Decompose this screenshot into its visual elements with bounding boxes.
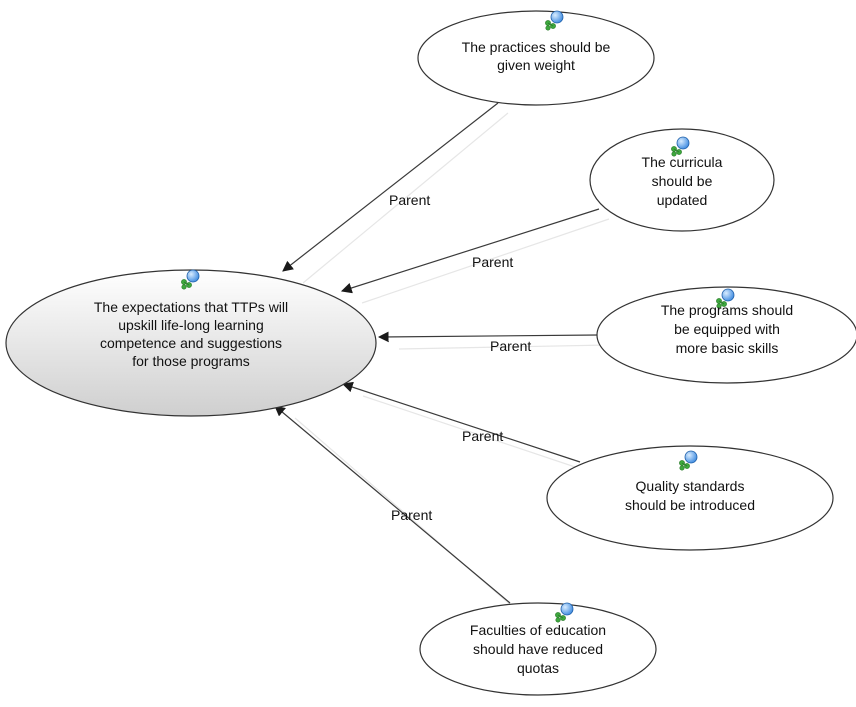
- edge-label-curricula: Parent: [472, 254, 513, 270]
- edge-shadow-curricula: [361, 218, 610, 304]
- node-curricula-text-line: should be: [652, 173, 713, 189]
- node-quality[interactable]: Quality standards should be introduced: [546, 445, 834, 551]
- node-programs-text-line: be equipped with: [674, 321, 780, 337]
- node-programs-text-line: The programs should: [661, 302, 793, 318]
- nodes: The expectations that TTPs will upskill l…: [5, 10, 856, 696]
- node-cluster-icon: [181, 269, 200, 290]
- edge-shadow-programs: [398, 344, 609, 350]
- edge-label-faculties: Parent: [391, 507, 432, 523]
- central-node-text-line: competence and suggestions: [100, 335, 282, 351]
- edge-label-programs: Parent: [490, 338, 531, 354]
- edge-practices-to-central[interactable]: [282, 102, 499, 272]
- central-node-text-line: upskill life-long learning: [118, 317, 264, 333]
- central-node-text-line: The expectations that TTPs will: [94, 299, 288, 315]
- node-programs-shape: [596, 286, 856, 384]
- node-curricula-text-line: The curricula: [642, 154, 723, 170]
- node-cluster-icon: [671, 136, 690, 157]
- node-faculties-shape: [419, 602, 657, 696]
- node-quality-shape: [546, 445, 834, 551]
- node-practices-text-line: The practices should be: [462, 39, 611, 55]
- node-practices-text-line: given weight: [497, 57, 575, 73]
- node-programs-text-line: more basic skills: [676, 340, 779, 356]
- node-curricula-shape: [589, 128, 775, 232]
- edge-label-practices: Parent: [389, 192, 430, 208]
- edge-shadow-quality: [362, 395, 591, 473]
- node-practices[interactable]: The practices should be given weight: [417, 10, 655, 106]
- node-curricula[interactable]: The curricula should be updated: [589, 128, 775, 232]
- node-curricula-text-line: updated: [657, 192, 708, 208]
- node-practices-shape: [417, 10, 655, 106]
- node-quality-text-line: Quality standards: [636, 478, 745, 494]
- node-quality-text-line: should be introduced: [625, 497, 755, 513]
- node-faculties-text-line: quotas: [517, 660, 559, 676]
- node-cluster-icon: [555, 602, 574, 623]
- edge-curricula-to-central[interactable]: [340, 208, 600, 294]
- edge-programs-to-central[interactable]: [377, 331, 599, 343]
- node-cluster-icon: [679, 450, 698, 471]
- node-cluster-icon: [545, 10, 564, 31]
- node-cluster-icon: [716, 288, 735, 309]
- edge-label-quality: Parent: [462, 428, 503, 444]
- central-node-text-line: for those programs: [132, 353, 250, 369]
- edge-faculties-to-central[interactable]: [274, 405, 511, 604]
- central-node[interactable]: The expectations that TTPs will upskill l…: [5, 269, 377, 417]
- edge-shadow-practices: [302, 112, 509, 284]
- node-faculties-text-line: should have reduced: [473, 641, 603, 657]
- node-faculties-text-line: Faculties of education: [470, 622, 606, 638]
- node-faculties[interactable]: Faculties of education should have reduce…: [419, 602, 657, 696]
- node-programs[interactable]: The programs should be equipped with more …: [596, 286, 856, 384]
- edge-quality-to-central[interactable]: [341, 381, 581, 463]
